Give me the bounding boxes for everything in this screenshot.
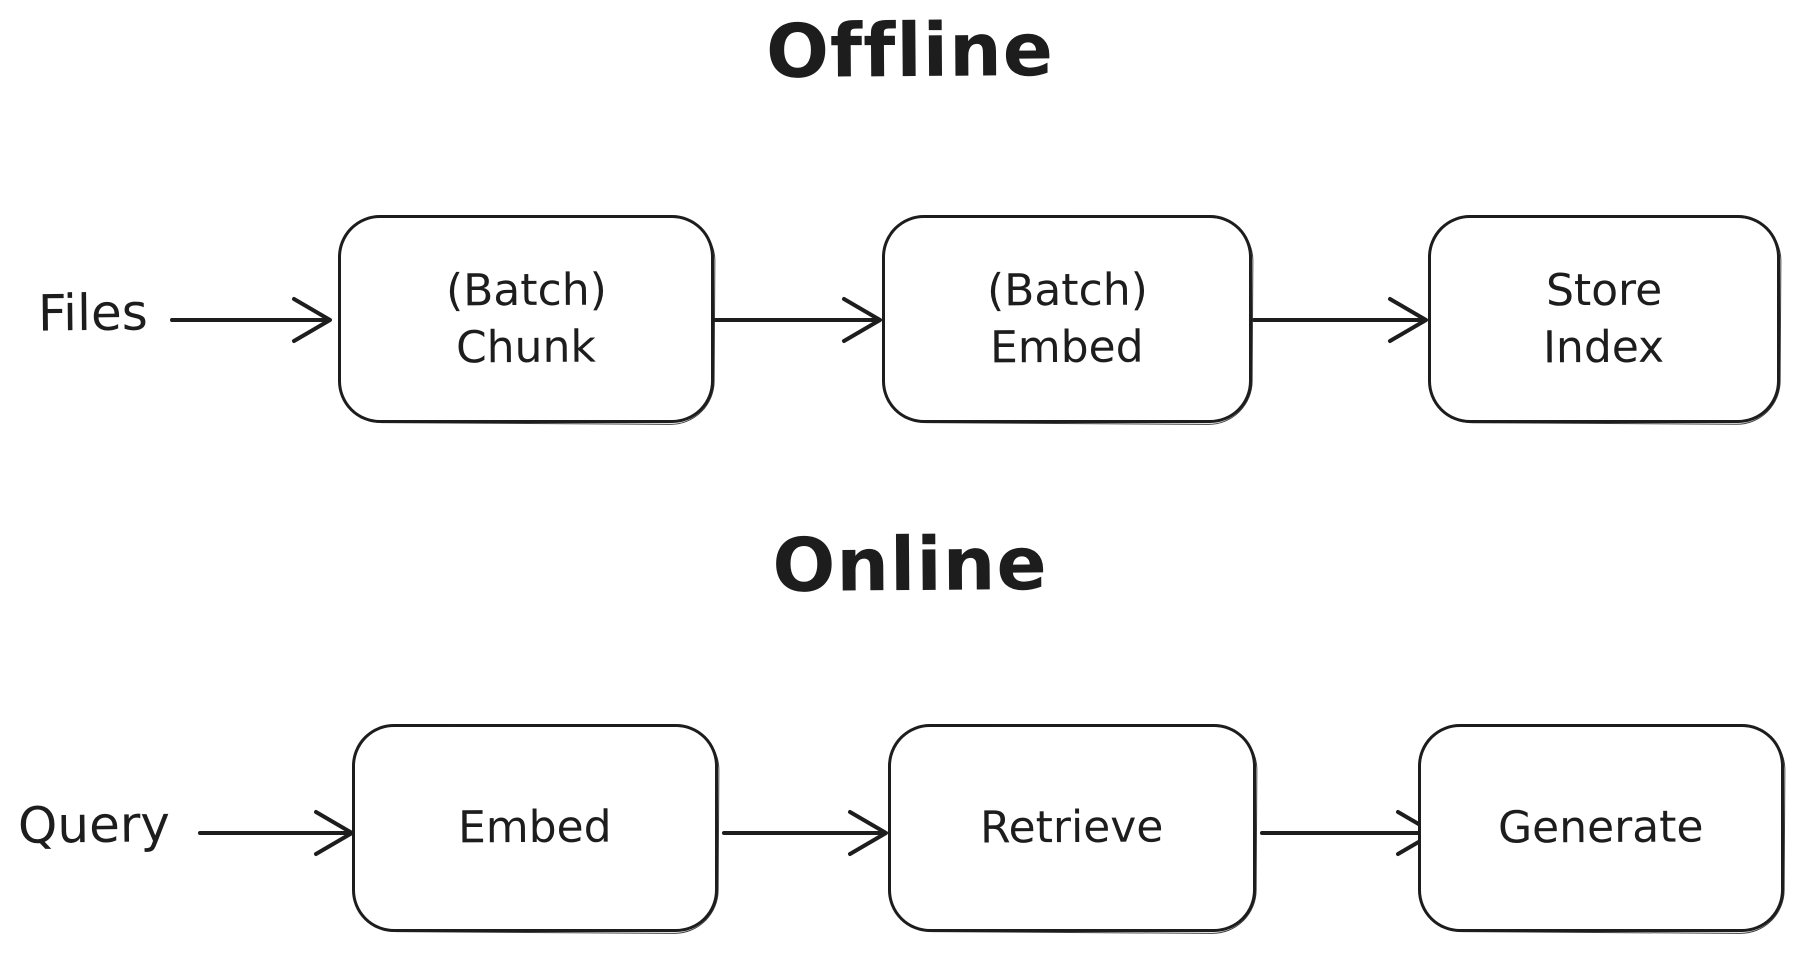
node-store-index: Store Index <box>1428 215 1780 423</box>
node-embed: Embed <box>352 724 718 932</box>
node-generate-line1: Generate <box>1498 801 1704 854</box>
node-retrieve-line1: Retrieve <box>980 801 1164 854</box>
node-store-index-line2: Index <box>1543 321 1665 374</box>
arrow-embed-to-retrieve-icon <box>722 810 888 856</box>
node-batch-embed-line2: Embed <box>990 321 1144 374</box>
offline-source-label: Files <box>37 283 149 343</box>
node-batch-embed: (Batch) Embed <box>882 215 1252 423</box>
node-generate: Generate <box>1418 724 1784 932</box>
arrow-chunk-to-embed-icon <box>712 297 882 343</box>
arrow-query-to-embed-icon <box>198 810 354 856</box>
node-batch-chunk-line2: Chunk <box>455 321 597 374</box>
arrow-retrieve-to-generate-icon <box>1260 810 1436 856</box>
node-embed-line1: Embed <box>458 802 612 854</box>
node-retrieve: Retrieve <box>888 724 1256 932</box>
node-batch-chunk: (Batch) Chunk <box>338 215 714 423</box>
node-batch-embed-line1: (Batch) <box>986 264 1148 317</box>
node-batch-chunk-line1: (Batch) <box>445 264 607 317</box>
online-source-label: Query <box>17 795 171 855</box>
arrow-embed-to-store-icon <box>1252 297 1428 343</box>
offline-section-title: Offline <box>765 6 1055 96</box>
node-store-index-line1: Store <box>1545 264 1663 317</box>
arrow-files-to-chunk-icon <box>170 297 332 343</box>
online-section-title: Online <box>772 521 1048 609</box>
